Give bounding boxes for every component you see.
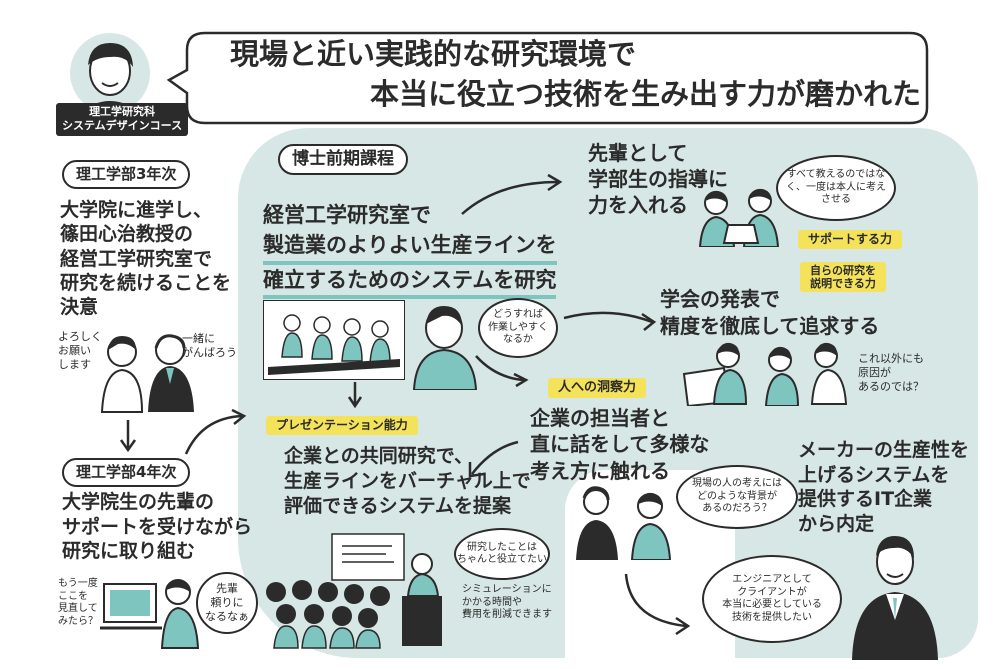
arrow-to-insight-icon (475, 355, 529, 388)
profile-badge-line1: 理工学研究科 (89, 105, 156, 118)
research-line: 確立するためのシステムを研究 (263, 265, 557, 300)
research-text: 経営工学研究室で 製造業のよりよい生産ラインを 確立するためのシステムを研究 (263, 200, 557, 300)
bubble-mouichido: もう一度 ここを 見直して みたら？ (58, 578, 98, 627)
outcome-line: 上げるシステムを (798, 463, 950, 486)
insight-line: 企業の担当者と (530, 406, 670, 430)
presentation-line: 企業との共同研究で、 (284, 445, 474, 467)
year3-line: 大学院に進学し、 (60, 199, 213, 221)
year4-line: 大学院生の先輩の (62, 491, 215, 513)
insight-text: 企業の担当者と 直に話をして多様な 考え方に触れる (530, 405, 709, 484)
researcher-illustration (412, 306, 478, 390)
year3-line: 篠田心治教授の (60, 223, 194, 246)
bubble-presentation: 研究したことは ちゃんと役立てたい (454, 528, 550, 580)
profile-badge-line2: システムデザインコース (62, 119, 183, 133)
year3-text: 大学院に進学し、 篠田心治教授の 経営工学研究室で 研究を続けることを 決意 (60, 198, 231, 320)
arrow-to-conference-icon (563, 311, 657, 331)
mentor-text: 先輩として 学部生の指導に 力を入れる (588, 140, 728, 218)
tag-support: サポートする力 (798, 230, 903, 249)
seminar-audience-illustration (266, 533, 442, 649)
bubble-mentor: すべて教えるのではなく、一度は本人に考えさせる (776, 155, 896, 221)
arrow-to-presentation-icon (468, 440, 519, 478)
presentation-note: シミュレーションに かかる時間や 費用を削減できます (462, 584, 552, 620)
presentation-line: 生産ラインをバーチャル上で (284, 470, 531, 493)
graduate-suit-illustration (852, 530, 938, 660)
discussion-illustration (576, 486, 672, 560)
outcome-line: 提供するIT企業 (798, 488, 933, 511)
headline-line1: 現場と近い実践的な研究環境で (230, 37, 637, 71)
arrow-down-icon (347, 382, 363, 409)
tag-insight: 人への洞察力 (548, 378, 647, 399)
year3-label: 理工学部3年次 (62, 160, 191, 189)
mentor-line: 先輩として (588, 141, 688, 165)
bubble-yoroshiku: よろしく お願い します (58, 330, 102, 371)
bubble-outcome: エンジニアとして クライアントが 本当に必要としている 技術を提供したい (702, 555, 842, 643)
presentation-text: 企業との共同研究で、 生産ラインをバーチャル上で 評価できるシステムを提案 (284, 444, 531, 519)
mentor-line: 学部生の指導に (588, 167, 728, 191)
conference-illustration (682, 342, 848, 406)
year4-label: 理工学部4年次 (62, 458, 191, 487)
mentor-laptop-illustration (698, 188, 780, 247)
outcome-line: から内定 (798, 513, 875, 536)
arrow-to-outcome-icon (624, 573, 691, 636)
arrow-down-icon (119, 420, 137, 453)
student-professor-illustration (100, 334, 194, 413)
conference-text: 学会の発表で 精度を徹底して追求する (660, 286, 879, 340)
insight-line: 考え方に触れる (530, 458, 670, 483)
laptop-mentoring-illustration (100, 579, 200, 649)
factory-workers-illustration (263, 300, 405, 380)
mentor-line: 力を入れる (588, 193, 688, 217)
year3-line: 経営工学研究室で (60, 247, 213, 270)
profile-badge: 理工学研究科 システムデザインコース (56, 103, 189, 136)
year3-line: 決意 (60, 296, 99, 319)
conference-line: 学会の発表で (660, 287, 780, 311)
outcome-text: メーカーの生産性を 上げるシステムを 提供するIT企業 から内定 (798, 438, 969, 537)
presentation-line: 評価できるシステムを提案 (284, 495, 512, 518)
bubble-conference: これ以外にも 原因が あるのでは？ (858, 352, 924, 393)
year4-line: 研究に取り組む (62, 540, 196, 563)
outcome-line: メーカーの生産性を (798, 439, 970, 461)
research-line: 経営工学研究室で (263, 203, 431, 227)
headline-bubble (166, 31, 929, 125)
insight-line: 直に話をして多様な (530, 432, 710, 457)
year3-line: 研究を続けることを (60, 271, 232, 294)
bubble-insight: 現場の人の考えには どのような背景が あるのだろう？ (676, 465, 798, 529)
student-avatar (70, 33, 150, 114)
tag-explain: 自らの研究を 説明できる力 (800, 262, 886, 293)
research-line: 製造業のよりよい生産ラインを (263, 230, 557, 265)
section-label: 博士前期課程 (278, 144, 408, 176)
bubble-senpai: 先輩 頼りに なるなぁ (196, 572, 258, 634)
conference-line: 精度を徹底して追求する (660, 314, 880, 338)
arrow-to-panel-icon (184, 408, 247, 455)
bubble-issho: 一緒に がんばろう (182, 332, 237, 359)
bubble-dousureba: どうすれば 作業しやすく なるか (478, 298, 558, 358)
headline-line2: 本当に役立つ技術を生み出す力が磨かれた (370, 77, 922, 111)
arrow-to-mentor-icon (461, 173, 563, 215)
year4-text: 大学院生の先輩の サポートを受けながら 研究に取り組む (62, 490, 252, 564)
year4-line: サポートを受けながら (62, 515, 253, 538)
tag-presentation: プレゼンテーション能力 (266, 416, 418, 435)
